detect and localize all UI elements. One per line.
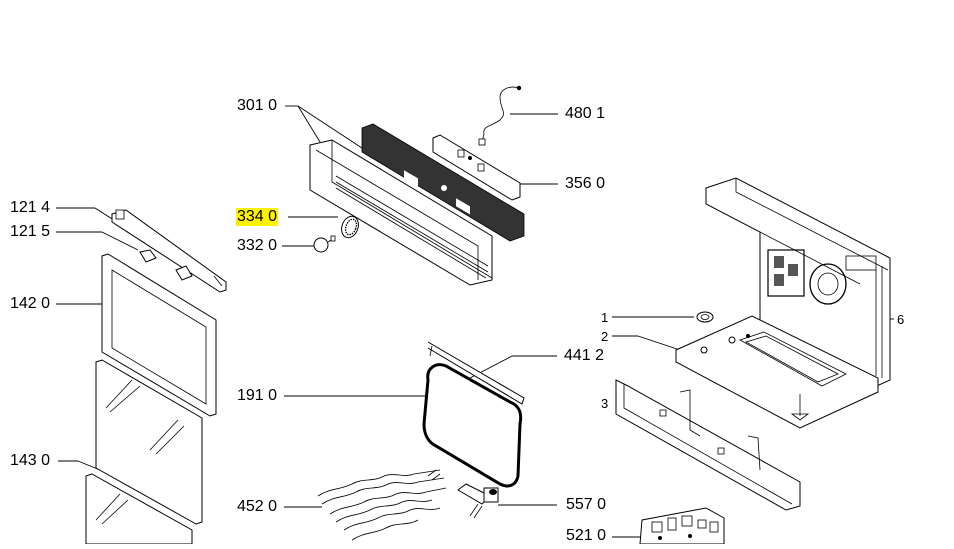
- side-rail-part: [427, 341, 525, 405]
- callout-191: 191 0: [237, 387, 278, 404]
- door-glass-part: [85, 359, 203, 545]
- callout-521: 521 0: [566, 527, 607, 544]
- wire-harness-part: [478, 85, 522, 146]
- callout-121-5: 121 5: [10, 223, 51, 240]
- door-frame-part: [101, 253, 217, 417]
- callout-142: 142 0: [10, 295, 51, 312]
- callout-441-2: 441 2: [564, 347, 605, 364]
- callout-557: 557 0: [566, 496, 607, 513]
- door-trim-part: [111, 209, 227, 293]
- heating-element-part: [317, 469, 447, 541]
- knob-parts: [313, 215, 359, 253]
- thermostat-part: [457, 483, 499, 519]
- chassis-bracket-part: [615, 379, 801, 511]
- callout-2: 2: [601, 329, 609, 344]
- callout-452: 452 0: [237, 498, 278, 515]
- callout-121-4: 121 4: [10, 199, 51, 216]
- callout-480-1: 480 1: [565, 105, 606, 122]
- control-panel-overlay: [361, 123, 525, 242]
- control-panel-part: [309, 139, 493, 286]
- grommet-part: [696, 311, 714, 323]
- callout-143: 143 0: [10, 452, 51, 469]
- door-gasket-part: [422, 363, 523, 488]
- callout-1: 1: [601, 310, 609, 325]
- callout-332: 332 0: [237, 237, 278, 254]
- callout-356: 356 0: [565, 175, 606, 192]
- control-board-part: [432, 134, 521, 201]
- callout-3: 3: [601, 396, 609, 411]
- callout-6: 6: [897, 312, 905, 327]
- callout-334-highlighted: 334 0: [236, 208, 279, 226]
- electronic-board-part: [639, 507, 725, 545]
- callout-301: 301 0: [237, 97, 278, 114]
- base-plate-part: [675, 315, 879, 429]
